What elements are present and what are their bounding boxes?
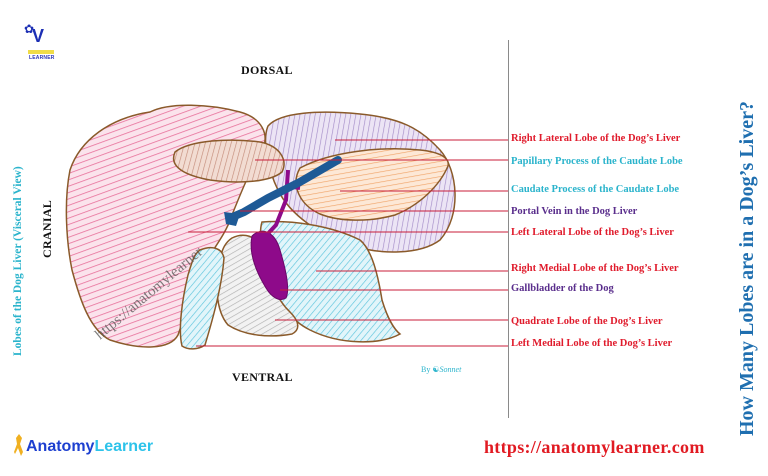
logo-text: LEARNER	[29, 55, 55, 61]
vertical-divider	[508, 40, 509, 418]
logo-glyph: V	[32, 26, 45, 46]
label-left-lateral-lobe: Left Lateral Lobe of the Dog’s Liver	[511, 227, 674, 238]
byline-prefix: By	[421, 365, 431, 374]
left-medial-lobe	[179, 246, 225, 350]
ventral-label: VENTRAL	[232, 370, 293, 384]
anatomy-learner-logo[interactable]: AnatomyLearner	[14, 434, 153, 456]
byline: By ☯Sonnet	[421, 365, 461, 374]
sonnet-logo-icon: ☯	[432, 365, 440, 374]
papillary-process	[172, 139, 285, 183]
logo-part-anatomy: Anatomy	[26, 438, 95, 455]
label-gallbladder: Gallbladder of the Dog	[511, 283, 614, 294]
dorsal-label: DORSAL	[241, 63, 293, 77]
label-portal-vein: Portal Vein in the Dog Liver	[511, 206, 638, 217]
site-url[interactable]: https://anatomylearner.com	[484, 437, 705, 457]
label-right-lateral-lobe: Right Lateral Lobe of the Dog’s Liver	[511, 133, 681, 144]
anatomy-learner-logo-small: ✿ V LEARNER	[24, 22, 60, 62]
byline-brand: Sonnet	[439, 365, 462, 374]
runner-icon: ✿	[24, 22, 35, 36]
runner-icon	[14, 434, 23, 456]
logo-bar	[28, 50, 54, 54]
label-quadrate-lobe: Quadrate Lobe of the Dog’s Liver	[511, 316, 663, 327]
label-papillary-process: Papillary Process of the Caudate Lobe	[511, 156, 683, 167]
logo-part-learner: Learner	[94, 438, 154, 455]
label-right-medial-lobe: Right Medial Lobe of the Dog’s Liver	[511, 263, 679, 274]
label-left-medial-lobe: Left Medial Lobe of the Dog’s Liver	[511, 338, 673, 349]
gallbladder	[250, 230, 289, 301]
leader-lines	[188, 139, 508, 347]
label-caudate-process: Caudate Process of the Caudate Lobe	[511, 184, 680, 195]
